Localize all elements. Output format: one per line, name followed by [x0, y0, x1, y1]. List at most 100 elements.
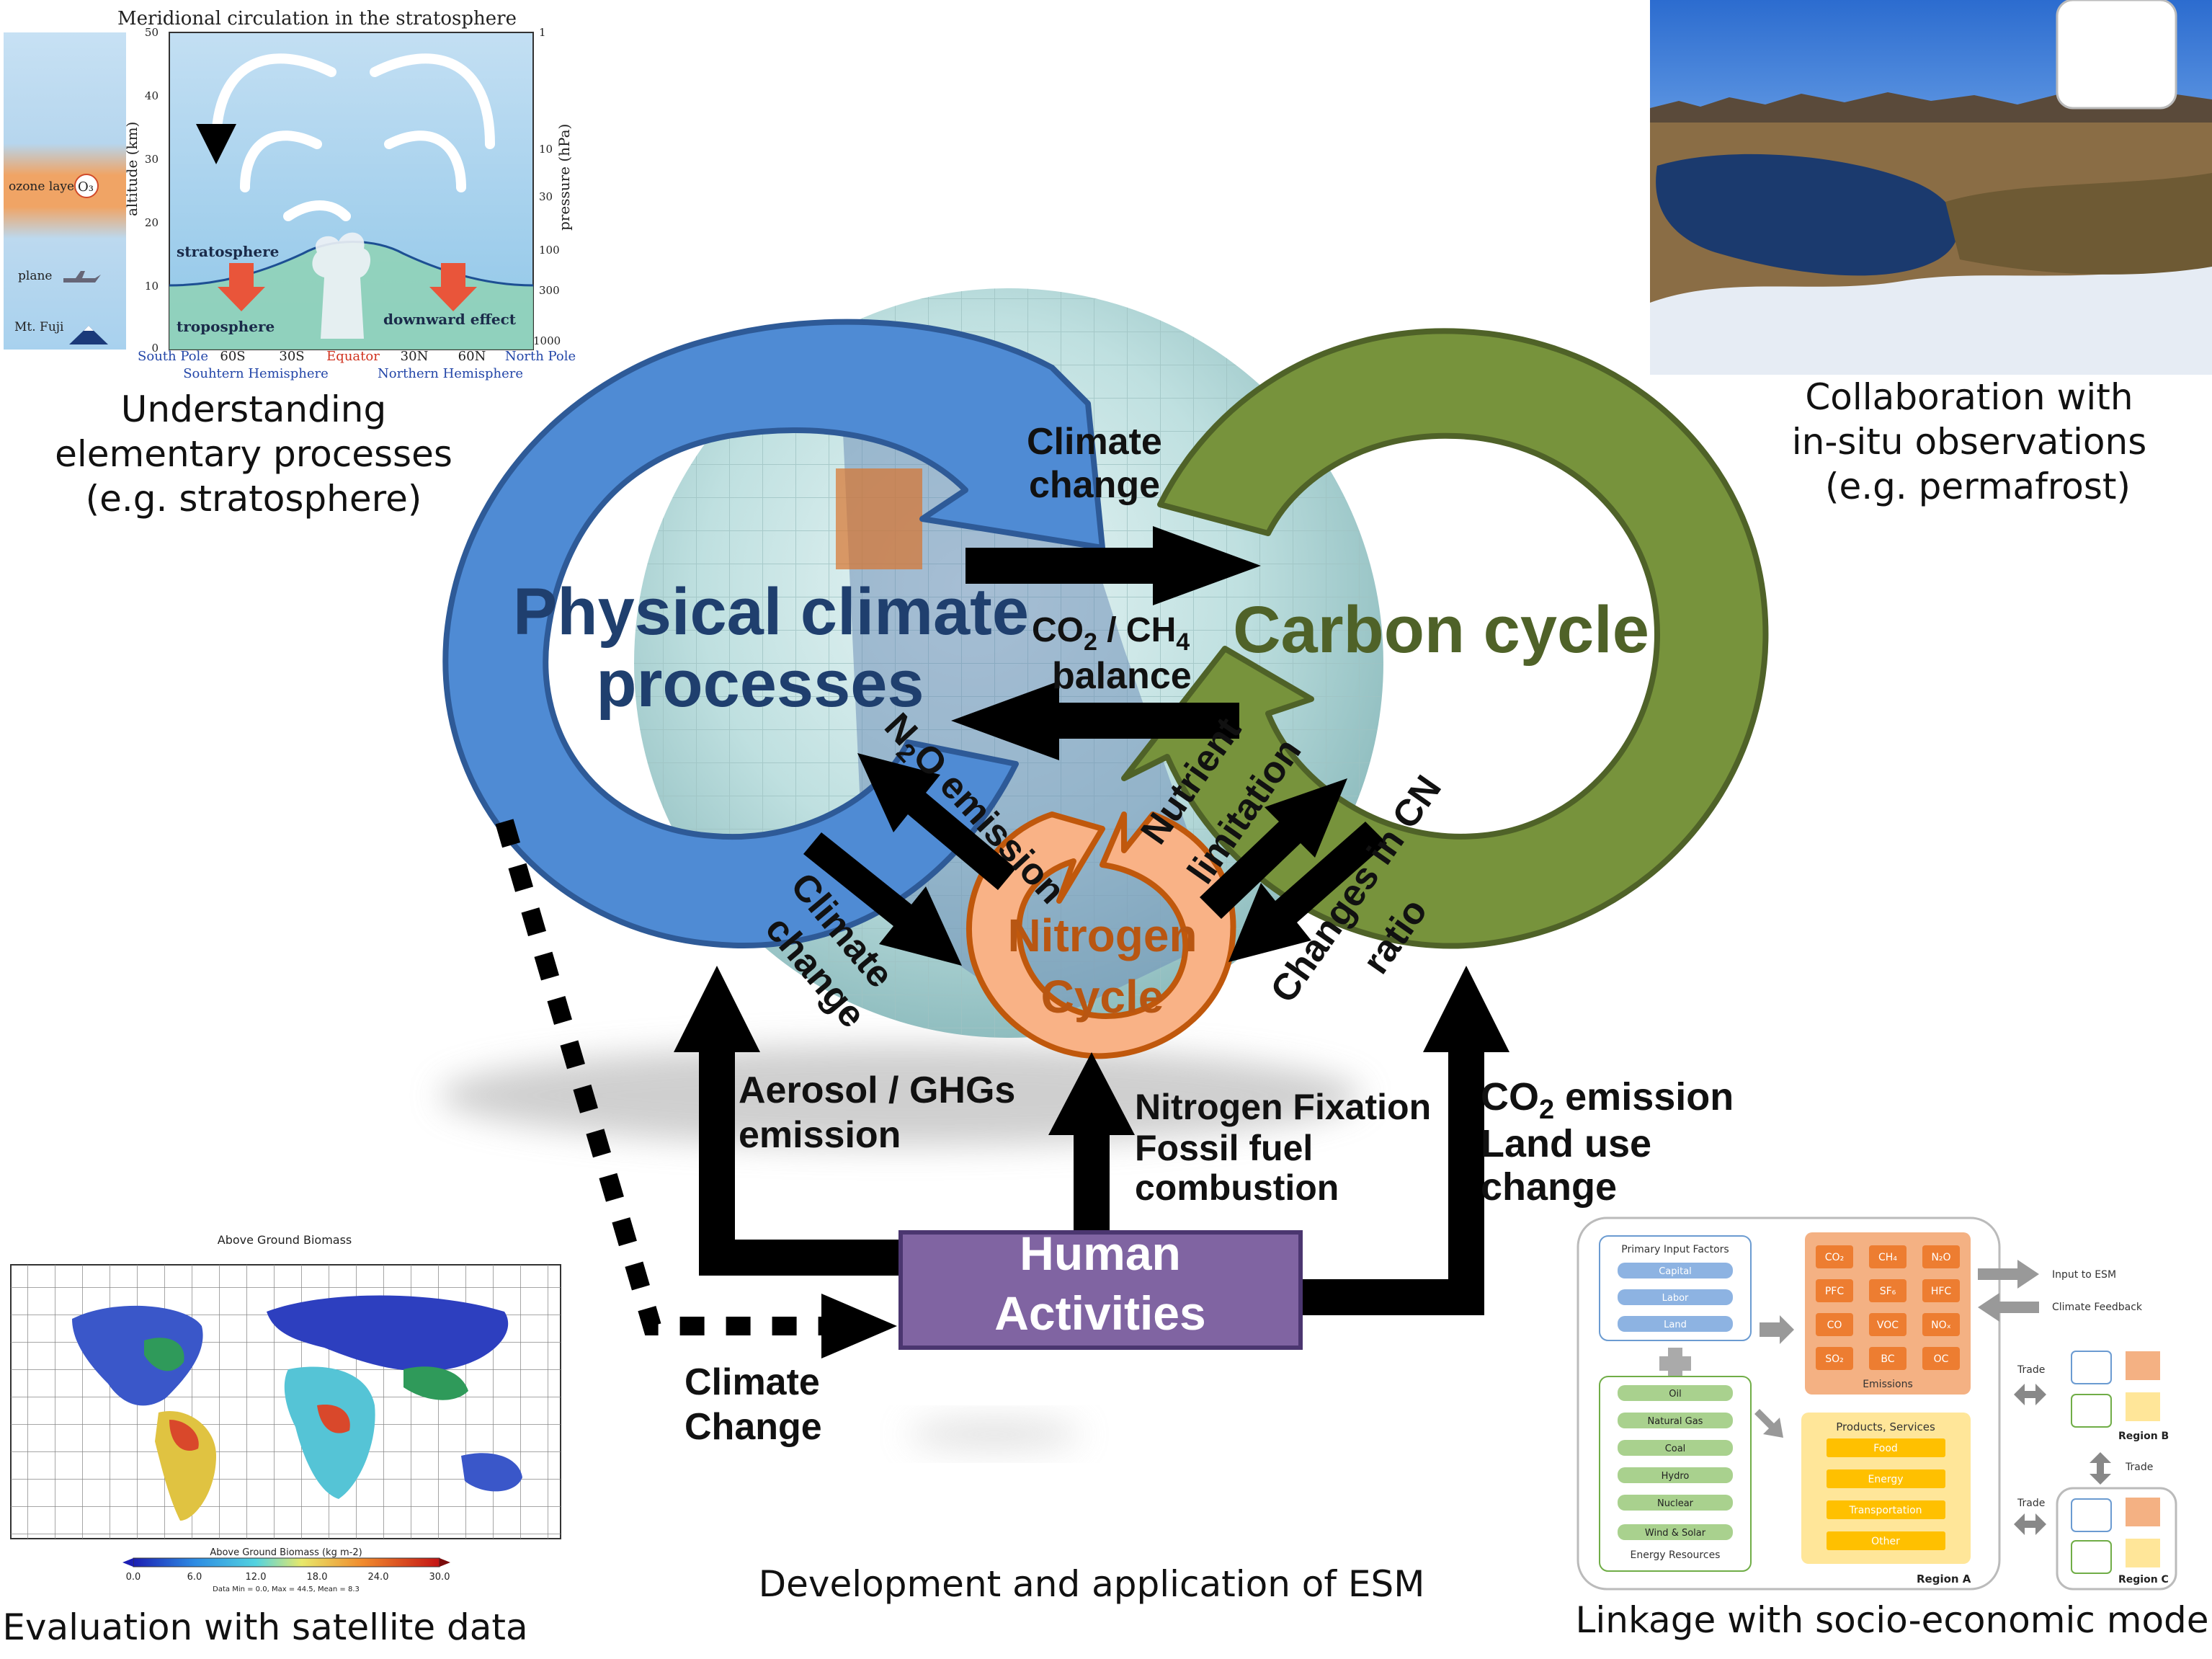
cbar-tick: 18.0: [307, 1572, 328, 1583]
climate-change-label-1: Climate: [1027, 421, 1162, 463]
alt-tick: 10: [145, 280, 159, 293]
emission-cell: [1869, 1279, 1906, 1302]
emission-label: CH₄: [1878, 1252, 1897, 1263]
lat-tick: 30N: [401, 349, 429, 364]
product-item: Food: [1873, 1443, 1898, 1454]
atmosphere-column: [4, 32, 126, 350]
product-bg: [1827, 1438, 1945, 1457]
africa-core: [317, 1405, 350, 1433]
strato-title: Meridional circulation in the stratosphe…: [117, 8, 517, 30]
aerosol-arrow: [674, 966, 908, 1276]
africa: [284, 1366, 375, 1499]
emission-cell: [1869, 1245, 1906, 1268]
footer-caption: Development and application of ESM: [759, 1563, 1425, 1605]
photo-grass: [1945, 173, 2212, 275]
aerosol-label-1: Aerosol / GHGs: [739, 1069, 1015, 1111]
central-diagram: Physical climate processes Carbon cycle …: [440, 288, 1769, 1605]
globe-heat-patch: [836, 468, 922, 569]
energy-item: Coal: [1665, 1444, 1686, 1454]
south-america: [155, 1411, 216, 1521]
carbon-ring-shape: [1121, 328, 1769, 949]
region-b-frame: [2056, 0, 2177, 110]
co2-balance-arrow: [951, 681, 1239, 760]
emission-label: SO₂: [1825, 1353, 1844, 1365]
energy-item-bg: [1618, 1440, 1733, 1456]
carbon-cycle-ring: Carbon cycle: [1121, 328, 1769, 949]
biomass-map-panel: Above Ground Biomass Above Ground Biomas…: [2, 1233, 561, 1648]
cbar-tick: 6.0: [187, 1572, 202, 1583]
circulation-arrows: [196, 53, 495, 221]
emission-cell: [1816, 1313, 1853, 1336]
circulation-arrow: [196, 53, 336, 164]
input-esm-arrow: [1978, 1260, 2039, 1289]
region-c-cell-blue: [2071, 1498, 2112, 1532]
region-b-cell-blue: [2071, 1351, 2112, 1384]
circulation-arrow: [240, 130, 322, 192]
aerosol-label-2: emission: [739, 1114, 901, 1156]
physical-climate-ring: Physical climate processes: [442, 319, 1105, 948]
nitrogen-label-2: Cycle: [1041, 971, 1164, 1023]
co2-emission-label-3: change: [1481, 1165, 1617, 1209]
emission-cell: [1869, 1313, 1906, 1336]
nitrogen-fixation-arrow: [1048, 1052, 1135, 1240]
co2-emission-label-2: Land use: [1481, 1122, 1651, 1165]
convection-cloud: [312, 232, 371, 339]
primary-item-bg: [1618, 1316, 1733, 1332]
nitrogen-label-1: Nitrogen: [1007, 909, 1197, 961]
downward-arrow-right: [429, 263, 477, 311]
emission-label: BC: [1881, 1353, 1894, 1365]
strato-caption-2: elementary processes: [55, 433, 452, 475]
emission-cell: [1869, 1347, 1906, 1370]
emission-cell: [1922, 1279, 1960, 1302]
socio-caption: Linkage with socio-economic model: [1576, 1599, 2212, 1641]
lat-tick: 60S: [220, 349, 245, 364]
colorbar-label: Above Ground Biomass (kg m-2): [210, 1547, 362, 1558]
trade-arrow-3: [2014, 1513, 2046, 1535]
alt-tick: 30: [145, 153, 159, 166]
alt-tick: 0: [151, 342, 159, 355]
input-esm-label: Input to ESM: [2052, 1269, 2116, 1281]
alt-tick: 20: [145, 216, 159, 229]
emission-label: CO: [1827, 1320, 1842, 1331]
to-products-arrow: [1754, 1409, 1783, 1438]
asia-south: [403, 1366, 468, 1400]
downward-arrows: [218, 263, 477, 311]
primary-input-box: [1599, 1235, 1752, 1341]
region-c-cell-green: [2071, 1540, 2112, 1574]
lower-shadow: [908, 1420, 1081, 1449]
primary-item: Capital: [1659, 1266, 1692, 1277]
dotted-line: [495, 819, 829, 1335]
climate-change-arrow: [965, 526, 1261, 605]
human-label-1: Human: [1020, 1227, 1181, 1280]
energy-item: Wind & Solar: [1645, 1528, 1706, 1539]
product-bg: [1827, 1500, 1945, 1519]
region-b-cell-orange: [2126, 1351, 2160, 1380]
emission-cell: [1816, 1279, 1853, 1302]
ozone-symbol-circle: [74, 174, 99, 198]
energy-item-bg: [1618, 1495, 1733, 1511]
lat-tick: Equator: [326, 349, 380, 364]
product-bg: [1827, 1469, 1945, 1488]
emission-label: SF₆: [1880, 1286, 1896, 1297]
altitude-ticks: 50 40 30 20 10 0: [145, 26, 159, 355]
eurasia: [267, 1295, 509, 1371]
region-b-cell-yellow: [2126, 1392, 2160, 1421]
physical-ring-shape: [442, 319, 1105, 948]
cbar-tick: 30.0: [429, 1572, 450, 1583]
product-item: Energy: [1868, 1474, 1903, 1485]
carbon-label: Carbon cycle: [1233, 593, 1649, 667]
energy-item-bg: [1618, 1385, 1733, 1401]
climate-change-n-arrow: [803, 832, 962, 966]
biomass-stats: Data Min = 0.0, Max = 44.5, Mean = 8.3: [213, 1585, 360, 1593]
products-title: Products, Services: [1836, 1420, 1935, 1433]
region-b-cell-green: [2071, 1394, 2112, 1428]
primary-item: Labor: [1662, 1293, 1689, 1304]
emission-label: PFC: [1825, 1286, 1844, 1297]
nfix-label-3: combustion: [1135, 1167, 1339, 1208]
pres-tick: 10: [539, 143, 553, 156]
emission-cell: [1922, 1245, 1960, 1268]
circulation-arrow: [370, 53, 495, 149]
cn-ratio-arrow: [1228, 822, 1387, 962]
trade-label-1: Trade: [2017, 1364, 2045, 1376]
photo-snow: [1650, 259, 2212, 375]
